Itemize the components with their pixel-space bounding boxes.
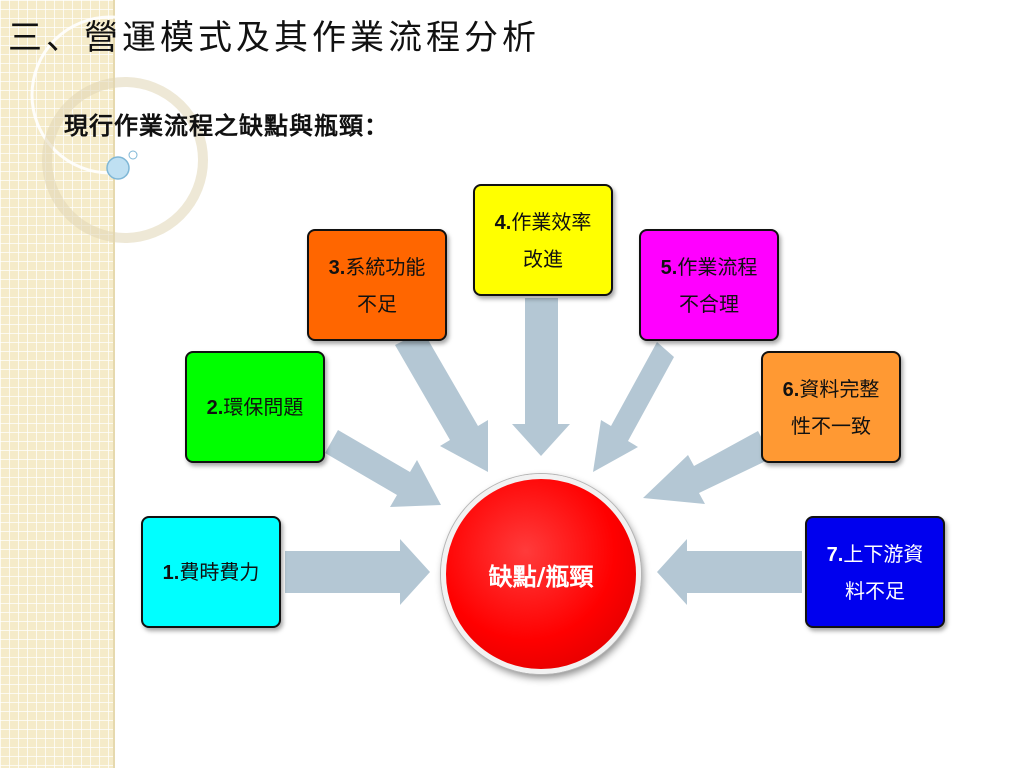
center-label: 缺點/瓶頸 [488,561,594,591]
issue-3-text: 系統功能 [345,254,426,279]
issue-box-5: 5.作業流程 不合理 [639,229,779,341]
issue-4-number: 4. [494,211,512,234]
issue-6-text: 資料完整 [799,376,880,401]
arrow-1 [285,539,430,605]
issue-4-text: 作業效率 [511,209,592,234]
issue-2-line1: 2.環保問題 [207,389,304,426]
issue-1-line1: 1.費時費力 [163,554,260,591]
issue-4-line1: 4.作業效率 [495,204,592,241]
issue-3-line2: 不足 [357,291,397,316]
deco-ring-small [42,77,208,243]
issue-3-number: 3. [328,256,346,279]
issue-2-text: 環保問題 [223,394,304,419]
arrow-5 [593,342,674,472]
slide-title: 三、營運模式及其作業流程分析 [8,18,540,58]
issue-box-4: 4.作業效率 改進 [473,184,613,296]
arrow-3 [395,331,488,472]
issue-7-text: 上下游資 [843,541,924,566]
issue-3-line1: 3.系統功能 [329,249,426,286]
issue-5-line1: 5.作業流程 [661,249,758,286]
issue-box-1: 1.費時費力 [141,516,281,628]
arrow-7 [657,539,802,605]
slide-subtitle: 現行作業流程之缺點與瓶頸： [64,111,389,140]
issue-5-text: 作業流程 [677,254,758,279]
issue-6-line2: 性不一致 [791,413,871,438]
issue-1-number: 1. [162,561,180,584]
issue-7-number: 7. [826,543,844,566]
decorative-rings [30,15,208,243]
issue-7-line1: 7.上下游資 [827,536,924,573]
issue-box-3: 3.系統功能 不足 [307,229,447,341]
issue-5-line2: 不合理 [679,291,739,316]
issue-box-6: 6.資料完整 性不一致 [761,351,901,463]
center-circle: 缺點/瓶頸 [441,474,641,674]
arrow-2 [325,430,441,507]
issue-6-line1: 6.資料完整 [783,371,880,408]
issue-6-number: 6. [782,378,800,401]
arrow-6 [643,431,772,504]
issue-4-line2: 改進 [523,246,563,271]
issue-1-text: 費時費力 [179,559,260,584]
issue-2-number: 2. [206,396,224,419]
issue-7-line2: 料不足 [845,578,905,603]
issue-box-2: 2.環保問題 [185,351,325,463]
deco-bubble-small [128,150,138,160]
arrow-4 [512,298,570,456]
issue-5-number: 5. [660,256,678,279]
issue-box-7: 7.上下游資 料不足 [805,516,945,628]
deco-bubble [106,156,130,180]
